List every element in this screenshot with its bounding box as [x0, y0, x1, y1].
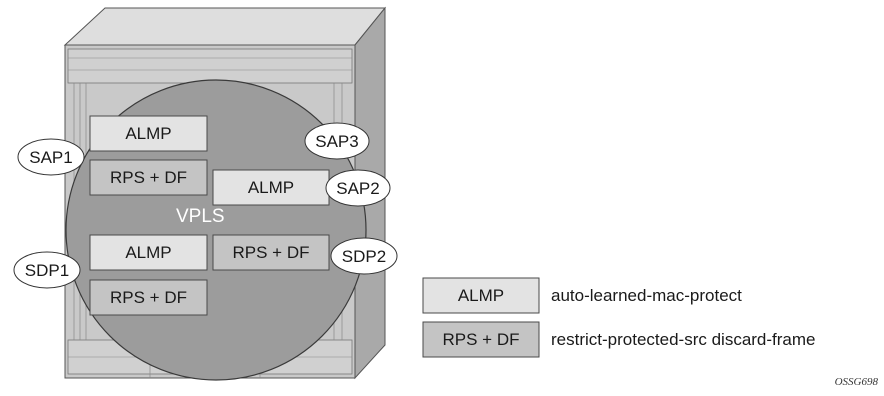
rps-df-box: RPS + DF: [212, 234, 330, 271]
sap3-label: SAP3: [315, 132, 358, 151]
sdp1-endpoint: SDP1: [13, 251, 81, 289]
legend-swatch: [422, 321, 540, 358]
legend-swatch: [422, 277, 540, 314]
vpls-label: VPLS: [176, 206, 225, 227]
figure-id: OSSG698: [835, 376, 879, 388]
legend: ALMP auto-learned-mac-protect RPS + DF r…: [422, 277, 816, 358]
rps-df-box-label: RPS + DF: [110, 288, 187, 307]
rps-df-box: RPS + DF: [89, 159, 208, 196]
sap2-endpoint: SAP2: [325, 169, 391, 207]
sap1-label: SAP1: [29, 148, 72, 167]
almp-box: ALMP: [89, 115, 208, 152]
chassis-top: [63, 7, 387, 46]
legend-description: auto-learned-mac-protect: [551, 286, 742, 305]
legend-description: restrict-protected-src discard-frame: [551, 330, 816, 349]
almp-box-label: ALMP: [125, 243, 171, 262]
chassis-upper-panel: [67, 48, 353, 84]
sap3-endpoint: SAP3: [304, 122, 370, 160]
legend-item-almp: ALMP auto-learned-mac-protect: [422, 277, 742, 314]
almp-box-label: ALMP: [125, 124, 171, 143]
almp-box: ALMP: [89, 234, 208, 271]
almp-box: ALMP: [212, 169, 330, 206]
almp-box-label: ALMP: [248, 178, 294, 197]
sdp2-endpoint: SDP2: [330, 237, 398, 275]
rps-df-box-label: RPS + DF: [233, 243, 310, 262]
legend-item-rps-df: RPS + DF restrict-protected-src discard-…: [422, 321, 816, 358]
legend-key: ALMP: [458, 286, 504, 305]
rps-df-box: RPS + DF: [89, 279, 208, 316]
sdp1-label: SDP1: [25, 261, 69, 280]
sap1-endpoint: SAP1: [17, 138, 85, 176]
sdp2-label: SDP2: [342, 247, 386, 266]
rps-df-box-label: RPS + DF: [110, 168, 187, 187]
sap2-label: SAP2: [336, 179, 379, 198]
legend-key: RPS + DF: [443, 330, 520, 349]
